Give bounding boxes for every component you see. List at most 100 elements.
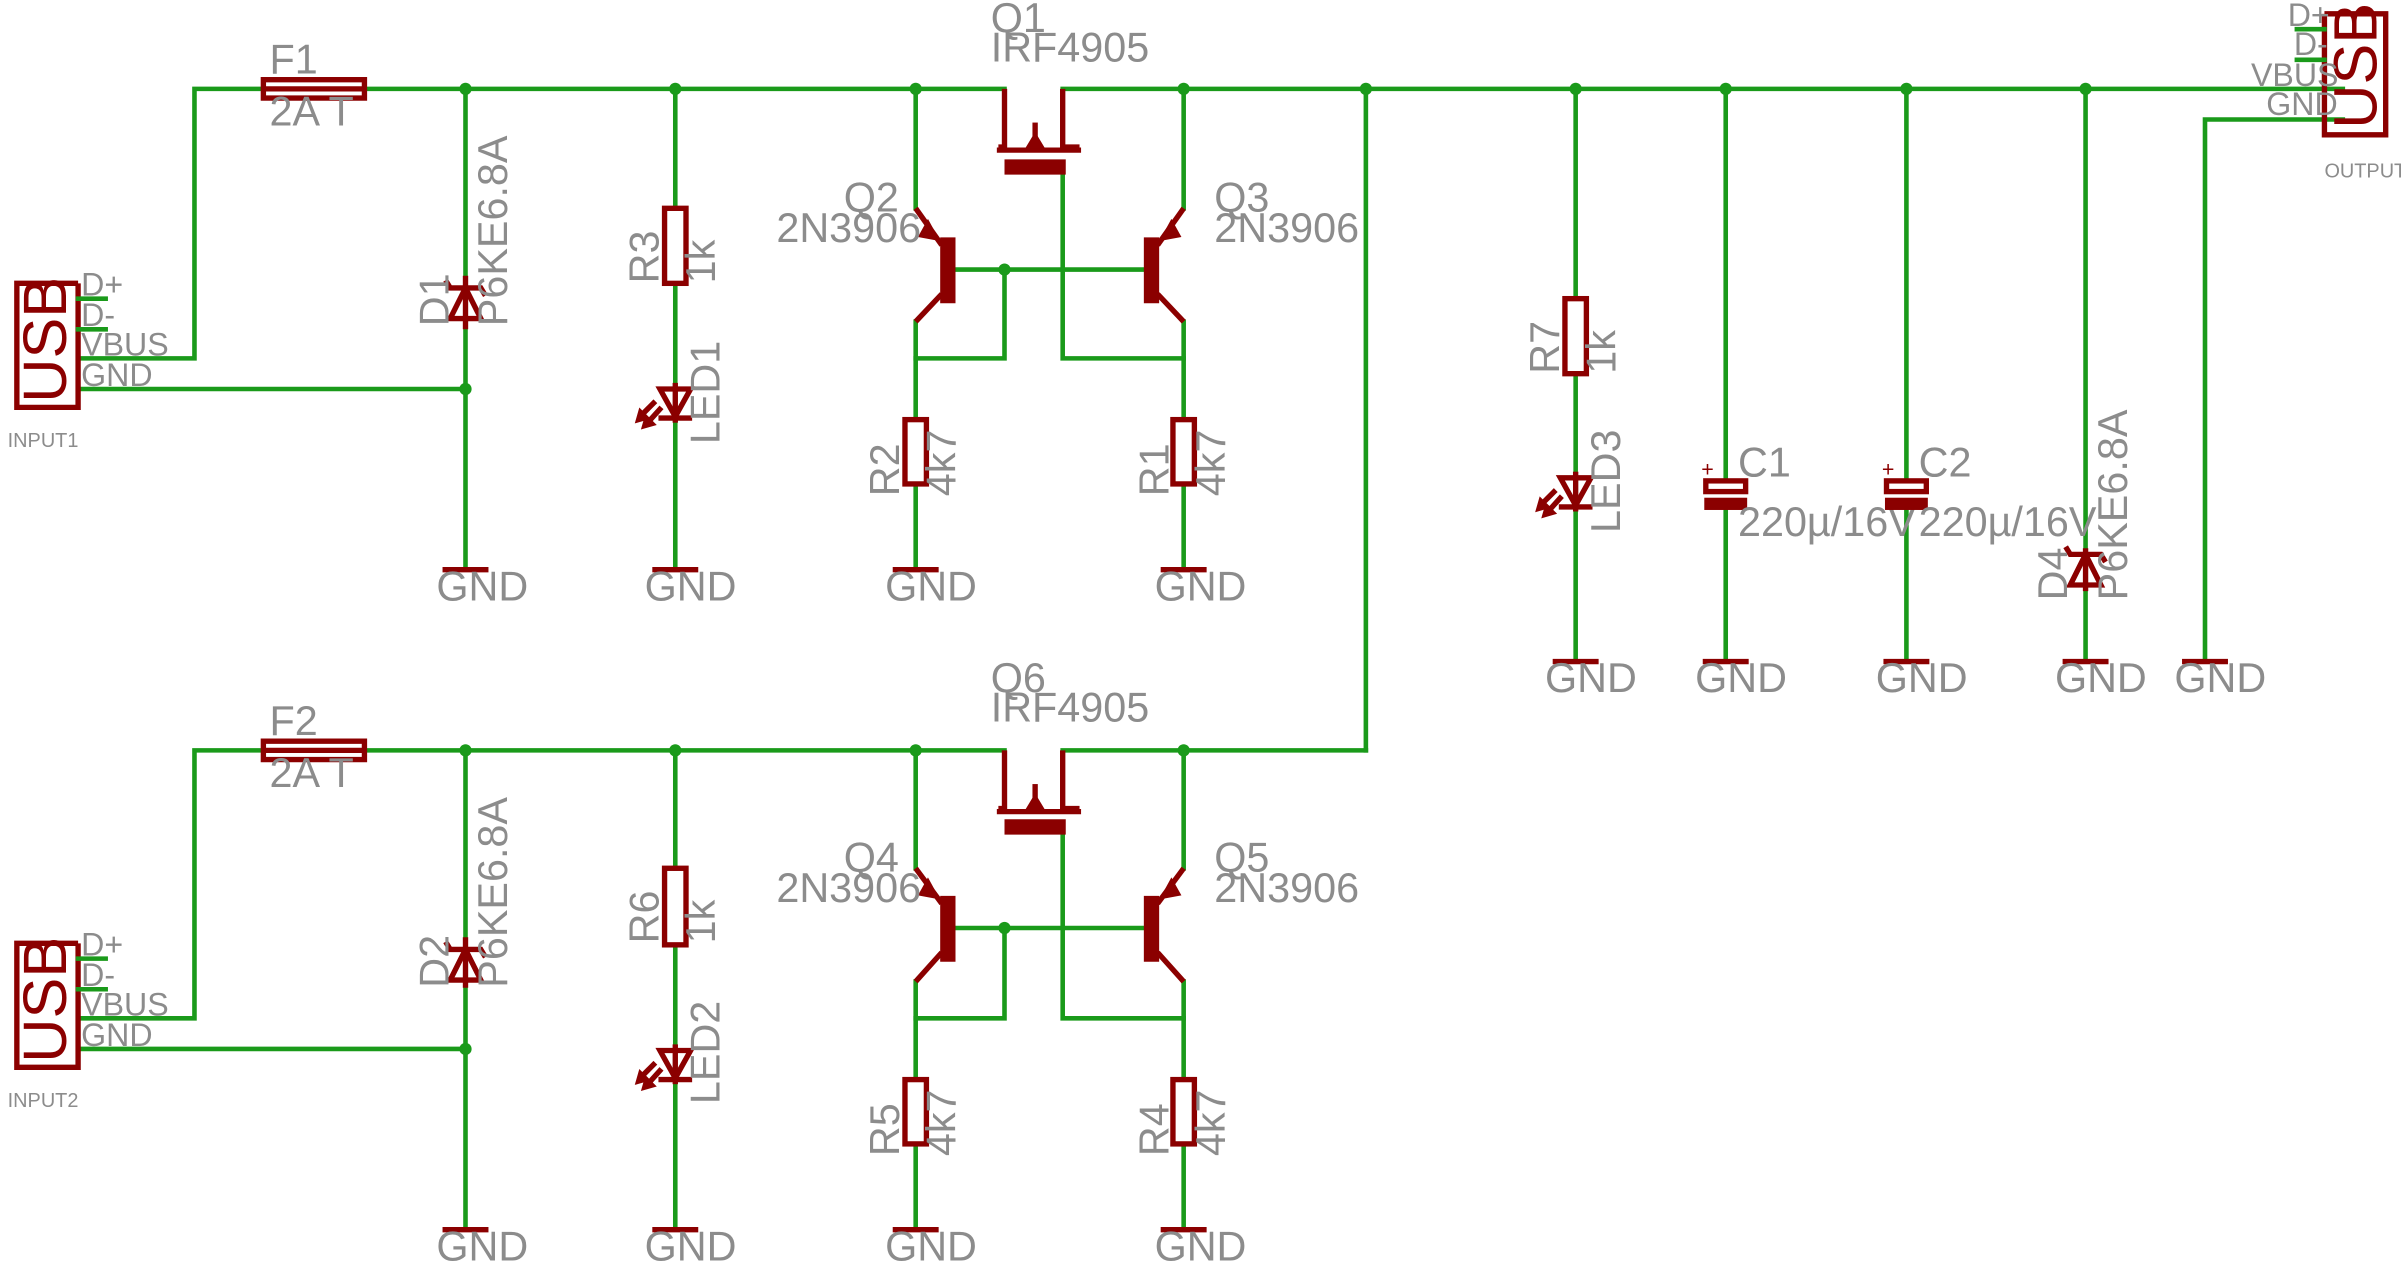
- usb-connector-output: USB D+ D- VBUS GND OUTPUT: [2251, 0, 2401, 183]
- bjt-q4: Q4 2N3906: [776, 834, 956, 984]
- gnd-label: GND: [2055, 655, 2147, 701]
- ground-r2: GND: [885, 563, 977, 609]
- gnd-label: GND: [1695, 655, 1787, 701]
- gnd-label: GND: [645, 1223, 737, 1268]
- part-name: D1: [412, 273, 458, 326]
- part-name: Q5: [1214, 834, 1269, 880]
- capacitor-c2: + C2 220µ/16V: [1882, 439, 2097, 545]
- part-name: F2: [270, 698, 318, 744]
- part-name: R3: [621, 231, 667, 284]
- diode-d1: D1 P6KE6.8A: [412, 135, 516, 330]
- part-name: Q2: [844, 174, 899, 220]
- bjt-q3: Q3 2N3906: [1143, 174, 1359, 324]
- led-led2: LED2: [634, 1001, 729, 1104]
- bjt-q2: Q2 2N3906: [776, 174, 956, 324]
- connector-name-output: OUTPUT: [2324, 161, 2401, 183]
- pin-label-dm: D-: [2294, 26, 2328, 62]
- ground-led2: GND: [645, 1223, 737, 1268]
- ground-symbols: GND GND GND GND GND GND GND GND GND GND …: [436, 563, 2266, 1268]
- gnd-label: GND: [645, 563, 737, 609]
- led-led3: LED3: [1535, 430, 1629, 533]
- resistor-r3: R3 1k: [621, 205, 724, 287]
- part-name: Q6: [991, 655, 1046, 701]
- resistor-r4: R4 4k7: [1131, 1076, 1234, 1157]
- usb-label: USB: [11, 277, 79, 403]
- ground-r5: GND: [885, 1223, 977, 1268]
- part-value: 1k: [678, 239, 724, 283]
- part-name: LED3: [1583, 430, 1629, 533]
- pin-label-dm: D-: [81, 957, 115, 993]
- gnd-label: GND: [885, 563, 977, 609]
- part-name: R2: [862, 443, 908, 496]
- part-value: P6KE6.8A: [470, 135, 516, 326]
- part-value: 1k: [678, 899, 724, 943]
- part-value: 4k7: [1188, 1090, 1234, 1157]
- part-value: 4k7: [919, 430, 965, 497]
- gnd-label: GND: [1876, 655, 1968, 701]
- part-value: P6KE6.8A: [470, 797, 516, 988]
- part-name: D2: [412, 935, 458, 988]
- connector-name-input2: INPUT2: [8, 1090, 79, 1112]
- capacitor-c1: + C1 220µ/16V: [1701, 439, 1916, 545]
- part-name: D4: [2030, 547, 2076, 600]
- fuse-f1: F1 2A T: [260, 37, 368, 135]
- part-name: R6: [621, 890, 667, 943]
- gnd-label: GND: [2174, 655, 2266, 701]
- ground-output: GND: [2174, 655, 2266, 701]
- part-value: IRF4905: [991, 24, 1150, 70]
- usb-label: USB: [11, 937, 79, 1063]
- gnd-label: GND: [1155, 563, 1247, 609]
- usb-connector-input2: USB D+ D- VBUS GND INPUT2: [8, 927, 169, 1113]
- diode-d4: D4 P6KE6.8A: [2030, 409, 2136, 600]
- pin-label-vbus: VBUS: [81, 986, 169, 1022]
- usb-connector-input1: USB D+ D- VBUS GND INPUT1: [8, 267, 169, 453]
- ground-d4: GND: [2055, 655, 2147, 701]
- gnd-label: GND: [1545, 655, 1637, 701]
- ground-r4: GND: [1155, 1223, 1247, 1268]
- part-name: Q3: [1214, 174, 1269, 220]
- ground-d1: GND: [436, 563, 528, 609]
- pin-label-gnd: GND: [81, 357, 152, 393]
- pin-label-gnd: GND: [81, 1017, 152, 1053]
- ground-r1: GND: [1155, 563, 1247, 609]
- pin-label-vbus: VBUS: [2251, 57, 2339, 93]
- pin-label-dp: D+: [81, 267, 123, 303]
- part-value: 2N3906: [1214, 205, 1359, 251]
- mosfet-q6: Q6 IRF4905: [991, 655, 1150, 835]
- part-value: 2N3906: [1214, 865, 1359, 911]
- resistor-r1: R1 4k7: [1131, 416, 1234, 497]
- part-name: LED1: [683, 341, 729, 444]
- usb-label: USB: [2322, 3, 2390, 129]
- gnd-label: GND: [436, 563, 528, 609]
- part-value: 1k: [1578, 330, 1624, 374]
- part-value: 2A T: [270, 89, 354, 135]
- part-name: C2: [1919, 439, 1972, 485]
- gnd-label: GND: [885, 1223, 977, 1268]
- part-value: 2N3906: [776, 865, 921, 911]
- part-value: 2A T: [270, 750, 354, 796]
- resistor-r6: R6 1k: [621, 865, 724, 948]
- part-name: R4: [1131, 1103, 1177, 1156]
- part-name: Q1: [991, 0, 1046, 41]
- ground-led3: GND: [1545, 655, 1637, 701]
- led-led1: LED1: [634, 341, 729, 444]
- part-name: Q4: [844, 834, 899, 880]
- pin-label-dp: D+: [81, 927, 123, 963]
- pin-label-gnd: GND: [2266, 86, 2337, 122]
- part-name: R1: [1131, 443, 1177, 496]
- part-name: R5: [862, 1103, 908, 1156]
- diode-d2: D2 P6KE6.8A: [412, 797, 516, 988]
- part-value: 4k7: [1188, 430, 1234, 497]
- part-name: C1: [1738, 439, 1791, 485]
- part-name: F1: [270, 37, 318, 83]
- bjt-q5: Q5 2N3906: [1143, 834, 1359, 984]
- connector-name-input1: INPUT1: [8, 430, 79, 452]
- part-value: IRF4905: [991, 684, 1150, 730]
- wires: [75, 86, 2346, 1232]
- ground-led1: GND: [645, 563, 737, 609]
- ground-c1: GND: [1695, 655, 1787, 701]
- pin-label-vbus: VBUS: [81, 326, 169, 362]
- fuse-f2: F2 2A T: [260, 698, 368, 796]
- resistor-r5: R5 4k7: [862, 1076, 965, 1156]
